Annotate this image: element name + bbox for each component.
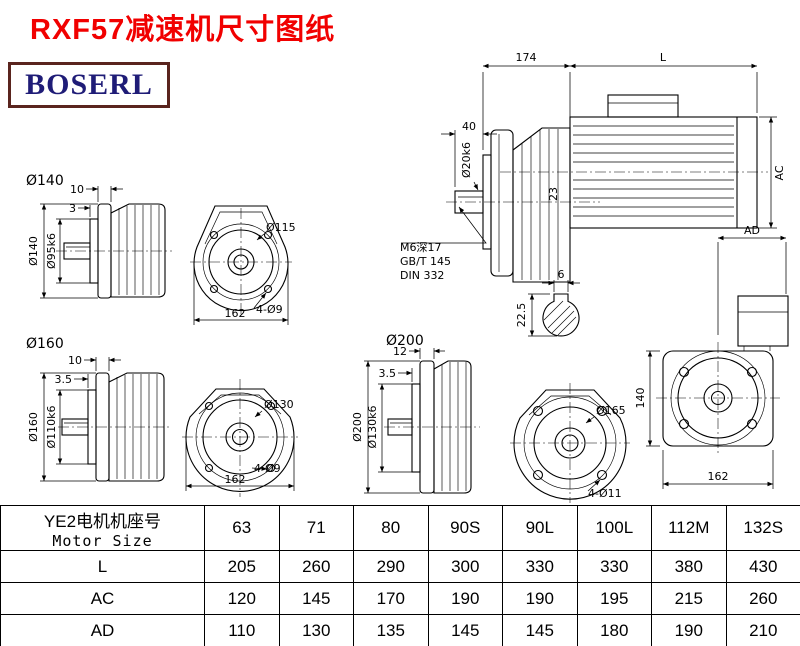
holes-label-140: 4-Ø9 xyxy=(256,303,283,316)
cell-AC-132s: 260 xyxy=(725,582,800,615)
row-label-AD: AD xyxy=(0,614,205,646)
gear-housing xyxy=(512,127,571,283)
cell-AD-80: 135 xyxy=(353,614,429,646)
flange-view-200: Ø200 12 3.5 Ø200 Ø130k6 xyxy=(351,333,480,494)
tap-hole-note: M6深17 xyxy=(400,241,442,254)
technical-drawing: 174 L 40 Ø20k6 23 M6深17 GB/T 145 DIN 332… xyxy=(26,51,789,503)
motor-size-header: YE2电机机座号 Motor Size xyxy=(0,505,205,551)
main-view-dimensions: 174 L 40 Ø20k6 23 M6深17 GB/T 145 DIN 332… xyxy=(400,51,787,335)
cell-AD-132s: 210 xyxy=(725,614,800,646)
dim-23: 23 xyxy=(547,187,560,201)
standard-note-din: DIN 332 xyxy=(400,269,444,282)
bolt-circle-label-140: Ø115 xyxy=(266,221,296,234)
rear-front-view: 140 162 xyxy=(634,295,789,489)
dim-AD: AD xyxy=(744,224,760,237)
row-label-AC: AC xyxy=(0,582,205,615)
cell-AD-71: 130 xyxy=(278,614,354,646)
holes-label-200: 4-Ø11 xyxy=(588,487,622,500)
dim-front-width: 162 xyxy=(708,470,729,483)
cell-AD-100l: 180 xyxy=(576,614,652,646)
cell-AC-63: 120 xyxy=(204,582,280,615)
dim-outer-dia-200: Ø200 xyxy=(351,412,364,442)
cell-AD-112m: 190 xyxy=(651,614,727,646)
output-flange xyxy=(490,129,514,277)
table-header-row: YE2电机机座号 Motor Size 63 71 80 90S 90L 100… xyxy=(0,505,800,551)
dimension-table: YE2电机机座号 Motor Size 63 71 80 90S 90L 100… xyxy=(0,505,800,646)
flange-front-view-160: Ø130 4-Ø9 162 xyxy=(182,379,298,497)
terminal-box-front xyxy=(737,295,789,347)
cell-L-132s: 430 xyxy=(725,550,800,583)
col-header-63: 63 xyxy=(204,505,280,551)
dim-flange-thickness-160: 10 xyxy=(68,354,82,367)
cell-AC-112m: 215 xyxy=(651,582,727,615)
dim-outer-dia-160: Ø160 xyxy=(27,412,40,442)
dim-flange-thickness-200: 12 xyxy=(393,345,407,358)
dim-L: L xyxy=(660,51,667,64)
view-title-200: Ø200 xyxy=(386,333,424,349)
cell-L-90l: 330 xyxy=(502,550,578,583)
cell-AD-90s: 145 xyxy=(427,614,503,646)
dim-key-width: 6 xyxy=(558,268,565,281)
dim-flange-thickness-140: 10 xyxy=(70,183,84,196)
col-header-71: 71 xyxy=(278,505,354,551)
cell-L-80: 290 xyxy=(353,550,429,583)
view-title-140: Ø140 xyxy=(26,173,64,189)
col-header-132s: 132S xyxy=(725,505,800,551)
cell-AC-100l: 195 xyxy=(576,582,652,615)
cell-AC-71: 145 xyxy=(278,582,354,615)
table-row-AD: AD 110 130 135 145 145 180 190 210 xyxy=(0,614,800,646)
motor-body xyxy=(569,116,758,229)
dim-width-140: 162 xyxy=(225,307,246,320)
col-header-112m: 112M xyxy=(651,505,727,551)
cell-AD-90l: 145 xyxy=(502,614,578,646)
cell-L-100l: 330 xyxy=(576,550,652,583)
dim-spigot-dia-140: Ø95k6 xyxy=(45,233,58,269)
cell-AD-63: 110 xyxy=(204,614,280,646)
cell-AC-90s: 190 xyxy=(427,582,503,615)
row-label-L: L xyxy=(0,550,205,583)
bolt-circle-label-160: Ø130 xyxy=(264,398,294,411)
flange-front-view-140: Ø115 4-Ø9 162 xyxy=(190,205,296,325)
motor-size-header-cn: YE2电机机座号 xyxy=(43,511,162,531)
table-row-L: L 205 260 290 300 330 330 380 430 xyxy=(0,550,800,583)
cell-AC-80: 170 xyxy=(353,582,429,615)
col-header-90l: 90L xyxy=(502,505,578,551)
dim-AC: AC xyxy=(773,165,786,180)
dim-spigot-dia-160: Ø110k6 xyxy=(45,405,58,448)
main-assembly-view xyxy=(446,94,768,283)
cell-L-63: 205 xyxy=(204,550,280,583)
cell-L-71: 260 xyxy=(278,550,354,583)
keyway-section-view: 6 22.5 xyxy=(515,268,580,337)
brand-logo: BOSERL xyxy=(8,62,170,108)
cell-L-112m: 380 xyxy=(651,550,727,583)
holes-label-160: 4-Ø9 xyxy=(254,462,281,475)
bolt-circle-label-200: Ø165 xyxy=(596,404,626,417)
brand-logo-text: BOSERL xyxy=(25,68,153,101)
dim-spigot-depth-140: 3 xyxy=(69,202,76,215)
flange-view-140: Ø140 10 3 Ø140 Ø95k6 xyxy=(26,173,172,299)
dim-spigot-depth-200: 3.5 xyxy=(379,367,397,380)
col-header-90s: 90S xyxy=(427,505,503,551)
shaft-diameter-label: Ø20k6 xyxy=(460,142,473,178)
flange-view-160: Ø160 10 3.5 Ø160 Ø110k6 xyxy=(26,336,170,482)
col-header-100l: 100L xyxy=(576,505,652,551)
dim-key-height: 22.5 xyxy=(515,303,528,328)
dim-174: 174 xyxy=(516,51,537,64)
terminal-box xyxy=(607,94,679,118)
cell-L-90s: 300 xyxy=(427,550,503,583)
motor-size-header-en: Motor Size xyxy=(52,531,153,550)
dim-spigot-dia-200: Ø130k6 xyxy=(366,405,379,448)
flange-front-view-200: Ø165 4-Ø11 xyxy=(510,383,630,503)
view-title-160: Ø160 xyxy=(26,336,64,352)
col-header-80: 80 xyxy=(353,505,429,551)
table-row-AC: AC 120 145 170 190 190 195 215 260 xyxy=(0,582,800,615)
dim-spigot-depth-160: 3.5 xyxy=(55,373,73,386)
dim-width-160: 162 xyxy=(225,473,246,486)
dim-40: 40 xyxy=(462,120,476,133)
page-title: RXF57减速机尺寸图纸 xyxy=(30,14,336,46)
dim-front-height: 140 xyxy=(634,388,647,409)
standard-note-gbt: GB/T 145 xyxy=(400,255,451,268)
cell-AC-90l: 190 xyxy=(502,582,578,615)
dim-outer-dia-140: Ø140 xyxy=(27,236,40,266)
